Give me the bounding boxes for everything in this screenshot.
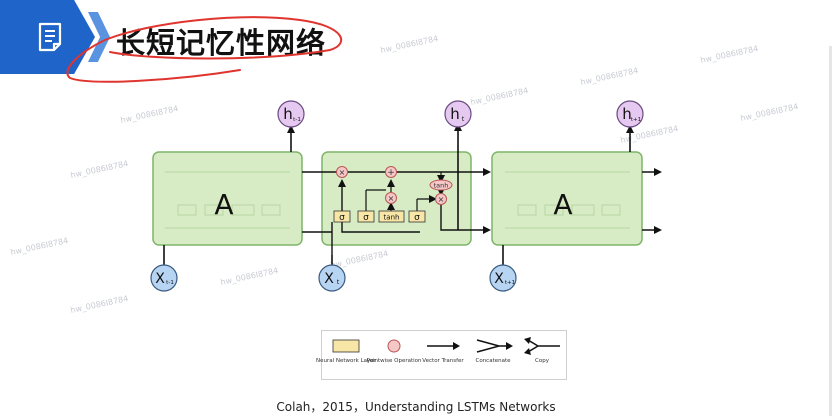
pointwise-multiply-output [435, 193, 447, 205]
pointwise-add [385, 166, 397, 178]
svg-text:h: h [450, 105, 460, 123]
svg-text:t+1: t+1 [631, 117, 641, 123]
input-node-x: X t [318, 264, 346, 292]
legend-item-concatenate: Concatenate [469, 331, 517, 379]
concatenate-icon [476, 339, 513, 353]
gate-label: σ [339, 213, 345, 223]
svg-text:X: X [155, 271, 165, 287]
legend-item-layer: Neural Network Layer [316, 331, 376, 379]
svg-text:t: t [337, 279, 340, 286]
svg-text:X: X [324, 271, 334, 287]
legend-label: Copy [535, 358, 549, 364]
svg-text:t: t [462, 116, 465, 123]
cell-label-left: A [214, 188, 233, 221]
op-multiply: × [388, 194, 395, 203]
output-node-h-next: h t+1 [616, 100, 644, 128]
lstm-cell-right [491, 151, 643, 246]
pointwise-multiply-input [385, 192, 397, 204]
legend-label: Vector Transfer [422, 358, 464, 364]
document-icon [38, 22, 62, 52]
pointwise-circle-icon [387, 339, 401, 353]
scrollbar-track[interactable] [829, 46, 832, 416]
svg-text:t-1: t-1 [293, 117, 301, 123]
pointwise-multiply-forget [336, 166, 348, 178]
op-add: + [387, 168, 395, 178]
input-node-x-prev: X t-1 [150, 264, 178, 292]
op-multiply: × [339, 168, 346, 177]
gate-output [408, 210, 426, 223]
svg-text:X: X [494, 271, 504, 287]
legend-label: Pointwise Operation [366, 358, 422, 364]
pointwise-tanh [429, 179, 453, 191]
legend-item-pointwise: Pointwise Operation [366, 331, 422, 379]
svg-text:t+1: t+1 [505, 280, 515, 286]
legend-item-copy: Copy [518, 331, 566, 379]
legend-item-vector: Vector Transfer [419, 331, 467, 379]
legend-label: Concatenate [475, 358, 511, 364]
output-node-h-prev: h t-1 [277, 100, 305, 128]
gate-input [357, 210, 375, 223]
svg-text:h: h [283, 105, 293, 123]
gate-forget [333, 210, 351, 223]
lstm-cell-left [152, 151, 303, 246]
gate-candidate [378, 210, 405, 223]
figure-caption: Colah，2015，Understanding LSTMs Networks [276, 400, 556, 414]
layer-box-icon [332, 339, 360, 353]
diagram-legend: Neural Network Layer Pointwise Operation… [316, 330, 567, 380]
gate-label: σ [363, 213, 369, 223]
arrow-right-icon [427, 342, 460, 350]
svg-text:t-1: t-1 [166, 280, 174, 286]
gate-label: σ [414, 213, 420, 223]
legend-label: Neural Network Layer [316, 358, 376, 364]
input-node-x-next: X t+1 [489, 264, 517, 292]
gate-label: tanh [384, 214, 400, 222]
output-node-h: h t [444, 100, 472, 128]
svg-text:h: h [622, 105, 632, 123]
op-multiply: × [438, 195, 445, 204]
cell-label-right: A [553, 188, 572, 221]
copy-icon [524, 337, 560, 355]
op-tanh: tanh [434, 182, 449, 190]
